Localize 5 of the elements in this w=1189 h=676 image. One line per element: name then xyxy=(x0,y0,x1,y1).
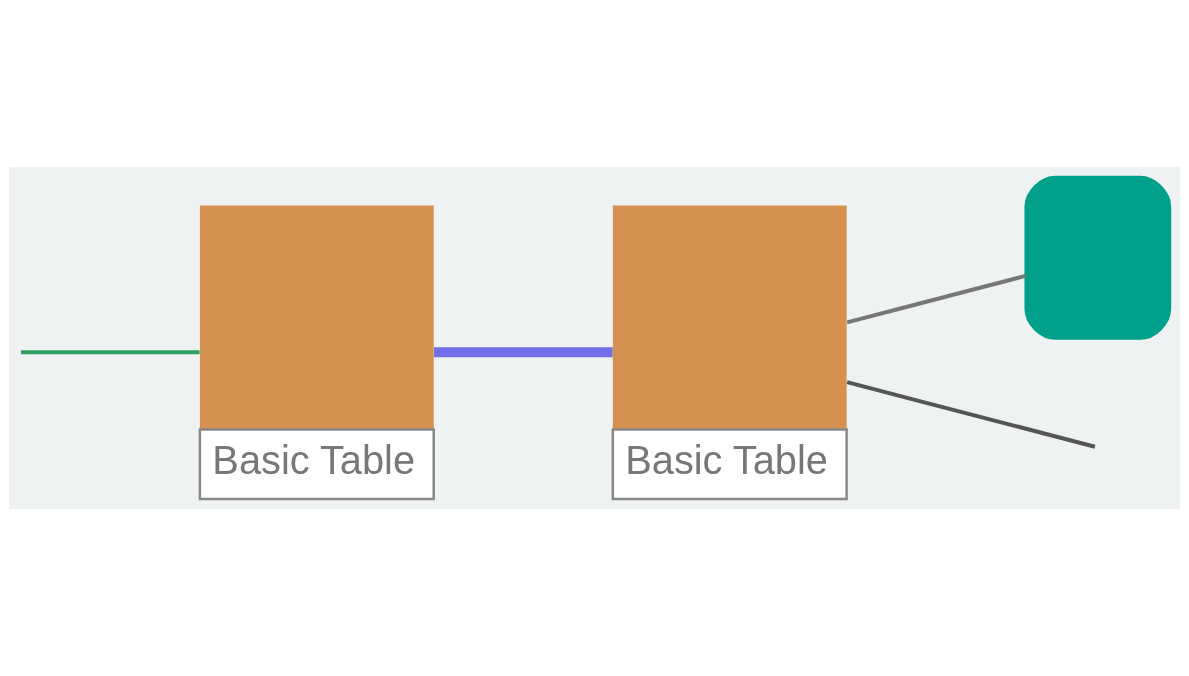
connector xyxy=(21,350,200,355)
connector xyxy=(846,380,1096,449)
connector xyxy=(846,274,1027,325)
connector xyxy=(434,347,613,358)
node-box xyxy=(1024,175,1172,340)
